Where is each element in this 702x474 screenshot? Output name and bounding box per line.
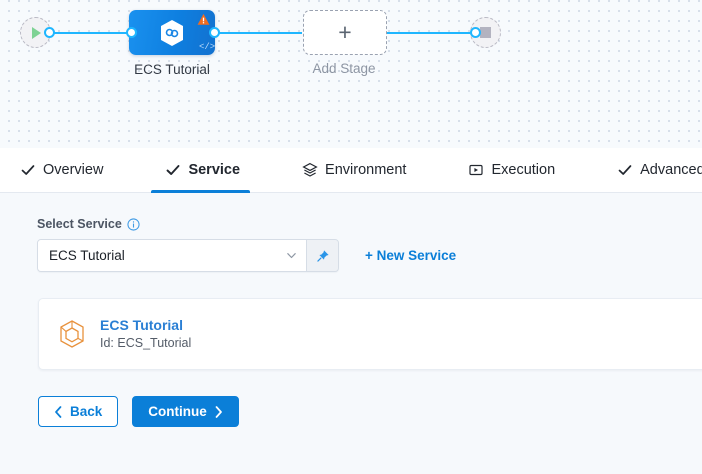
code-icon: </> bbox=[199, 42, 216, 52]
service-card-title[interactable]: ECS Tutorial bbox=[100, 317, 183, 334]
stage-node-ecs-tutorial[interactable]: </> bbox=[129, 10, 215, 55]
service-card-id: Id: ECS_Tutorial bbox=[100, 336, 192, 350]
continue-button-label: Continue bbox=[148, 404, 207, 419]
stop-icon bbox=[480, 27, 491, 38]
stage-tab-bar: Overview Service Environment Execution bbox=[0, 148, 702, 193]
tab-environment[interactable]: Environment bbox=[300, 148, 426, 193]
new-service-button[interactable]: + New Service bbox=[365, 248, 457, 263]
connector-line-start bbox=[48, 32, 138, 34]
add-stage-label: Add Stage bbox=[312, 61, 376, 76]
tab-overview-label: Overview bbox=[43, 162, 104, 178]
service-selector-row: ECS Tutorial + New Service bbox=[37, 239, 702, 272]
tab-execution-label: Execution bbox=[491, 162, 556, 178]
service-card-text: ECS Tutorial Id: ECS_Tutorial bbox=[100, 316, 191, 352]
service-select-value: ECS Tutorial bbox=[49, 248, 125, 263]
wizard-footer: Back Continue bbox=[38, 396, 239, 427]
plus-icon: + bbox=[338, 19, 352, 45]
pipeline-canvas[interactable]: </> ECS Tutorial + Add Stage bbox=[0, 0, 702, 148]
check-icon bbox=[166, 165, 180, 175]
harness-hexagon-icon bbox=[161, 19, 183, 46]
tab-service-label: Service bbox=[188, 162, 241, 178]
add-stage-button[interactable]: + bbox=[303, 10, 387, 55]
service-summary-card[interactable]: ECS Tutorial Id: ECS_Tutorial bbox=[38, 298, 702, 370]
tab-advanced-label: Advanced bbox=[640, 162, 702, 178]
chevron-left-icon bbox=[55, 405, 62, 418]
check-icon bbox=[618, 165, 632, 175]
connector-line-middle bbox=[214, 32, 302, 34]
tab-overview[interactable]: Overview bbox=[18, 148, 123, 193]
tab-advanced[interactable]: Advanced bbox=[615, 148, 702, 193]
back-button[interactable]: Back bbox=[38, 396, 119, 427]
connector-line-end bbox=[386, 32, 476, 34]
continue-button[interactable]: Continue bbox=[132, 396, 239, 427]
service-select-input[interactable]: ECS Tutorial bbox=[38, 240, 306, 271]
tab-service[interactable]: Service bbox=[151, 148, 260, 193]
back-button-label: Back bbox=[70, 404, 103, 419]
pin-icon bbox=[316, 249, 329, 262]
stage-node-output-port[interactable] bbox=[209, 27, 220, 38]
select-service-label: Select Service bbox=[37, 217, 702, 231]
pin-service-button[interactable] bbox=[306, 240, 338, 271]
end-node-input-port[interactable] bbox=[470, 27, 481, 38]
start-node-output-port[interactable] bbox=[44, 27, 55, 38]
tab-environment-label: Environment bbox=[325, 162, 407, 178]
chevron-down-icon bbox=[287, 253, 296, 259]
info-icon[interactable] bbox=[127, 217, 140, 231]
play-icon bbox=[32, 26, 41, 39]
layers-icon bbox=[302, 162, 318, 177]
cube-hexagon-icon bbox=[60, 320, 84, 348]
select-service-label-text: Select Service bbox=[37, 217, 122, 231]
stage-node-input-port[interactable] bbox=[126, 27, 137, 38]
check-icon bbox=[21, 165, 35, 175]
service-select-group: ECS Tutorial bbox=[37, 239, 339, 272]
warning-triangle-icon[interactable] bbox=[197, 13, 210, 26]
stage-node-label: ECS Tutorial bbox=[134, 62, 210, 77]
service-tab-panel: Select Service ECS Tutorial bbox=[0, 193, 702, 474]
play-box-icon bbox=[469, 164, 484, 176]
tab-execution[interactable]: Execution bbox=[466, 148, 575, 193]
chevron-right-icon bbox=[215, 405, 222, 418]
